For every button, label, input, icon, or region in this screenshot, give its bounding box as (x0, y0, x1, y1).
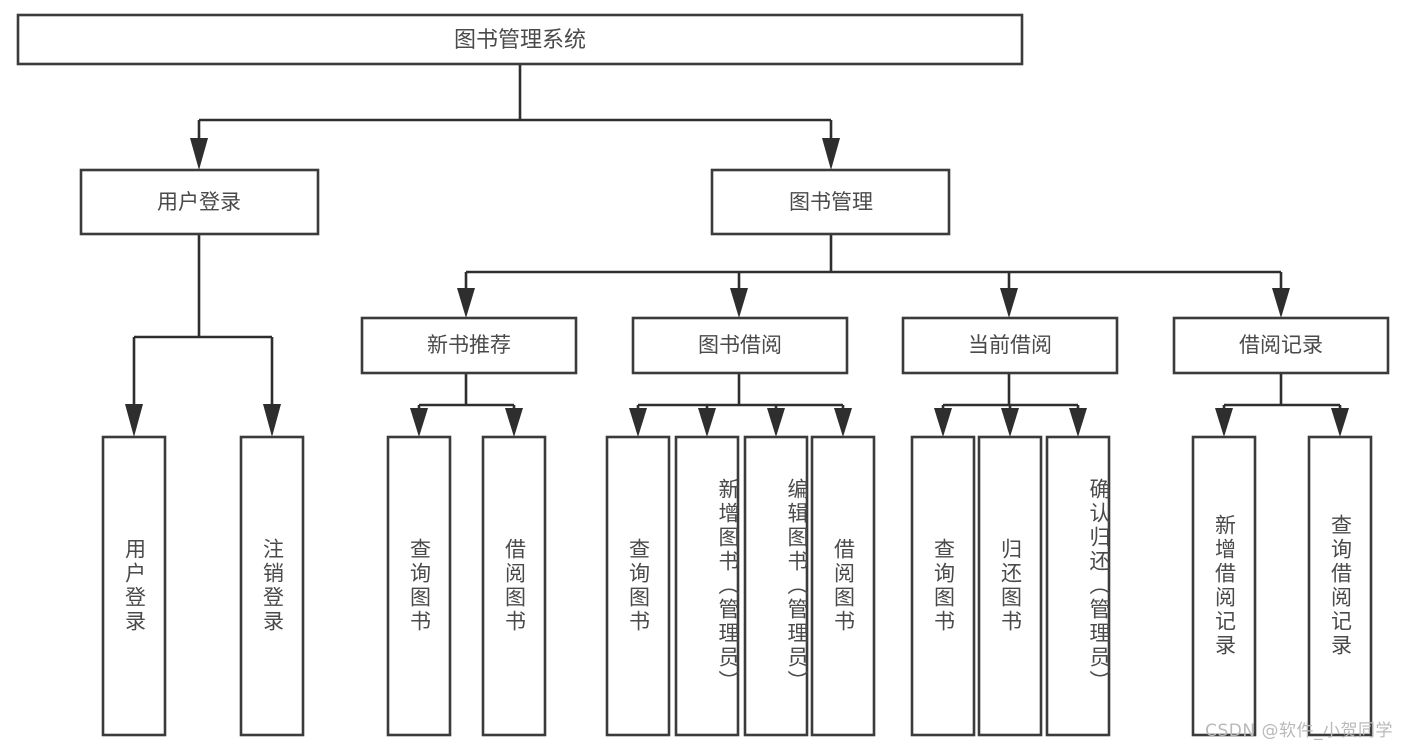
arrow-head-borrow-record (1272, 288, 1290, 318)
node-root[interactable]: 图书管理系统 (16, 13, 1024, 66)
node-current-borrow[interactable]: 当前借阅 (901, 316, 1119, 375)
arrow-head-book-manage (822, 138, 840, 170)
leaf-box-edit-book[interactable] (743, 435, 809, 737)
connector-group-borrow-record (1215, 373, 1349, 437)
node-current-borrow-box[interactable] (901, 316, 1119, 375)
node-book-manage-box[interactable] (710, 168, 951, 236)
arrow-head-leaf-query-book-3 (934, 408, 952, 437)
node-book-borrow-label: 图书借阅 (698, 333, 782, 357)
arrow-head-new-book-recommend (457, 288, 475, 318)
connector-group-book-manage (457, 234, 1290, 318)
arrow-head-leaf-user-login (125, 404, 143, 437)
leaf-box-query-book-1[interactable] (386, 435, 452, 737)
leaf-box-query-book-2[interactable] (605, 435, 671, 737)
arrow-head-leaf-add-book (698, 408, 716, 437)
arrow-head-leaf-borrow-book-1 (505, 408, 523, 437)
leaf-box-return-book[interactable] (977, 435, 1043, 737)
node-root-box[interactable] (16, 13, 1024, 66)
leaf-box-query-book-3[interactable] (910, 435, 976, 737)
node-book-borrow[interactable]: 图书借阅 (631, 316, 849, 375)
leaf-box-logout[interactable] (239, 435, 305, 737)
leaf-boxes-new-book-recommend (386, 435, 547, 737)
node-new-book-recommend-label: 新书推荐 (427, 333, 511, 357)
leaf-boxes-user-login (101, 435, 305, 737)
leaf-boxes-book-borrow (605, 435, 876, 737)
connector-group-root (190, 64, 840, 170)
leaf-box-confirm-return[interactable] (1045, 435, 1111, 737)
node-user-login[interactable]: 用户登录 (79, 168, 320, 236)
arrow-head-leaf-edit-book (767, 408, 785, 437)
leaf-box-add-record[interactable] (1191, 435, 1257, 737)
node-borrow-record-label: 借阅记录 (1239, 333, 1323, 357)
connector-group-book-borrow (629, 373, 852, 437)
leaf-box-add-book[interactable] (674, 435, 740, 737)
node-user-login-label: 用户登录 (157, 190, 241, 214)
leaf-box-borrow-book-2[interactable] (810, 435, 876, 737)
arrow-head-leaf-query-book-2 (629, 408, 647, 437)
node-new-book-recommend[interactable]: 新书推荐 (360, 316, 578, 375)
arrow-head-user-login (190, 138, 208, 170)
arrow-head-book-borrow (730, 288, 748, 318)
node-user-login-box[interactable] (79, 168, 320, 236)
leaf-boxes-current-borrow (910, 435, 1111, 737)
connector-group-user-login (125, 234, 281, 437)
node-root-label: 图书管理系统 (454, 28, 586, 53)
node-book-manage[interactable]: 图书管理 (710, 168, 951, 236)
arrow-head-leaf-logout (263, 404, 281, 437)
node-current-borrow-label: 当前借阅 (968, 333, 1052, 357)
leaf-box-query-record[interactable] (1307, 435, 1373, 737)
arrow-head-leaf-query-book-1 (410, 408, 428, 437)
leaf-box-user-login[interactable] (101, 435, 167, 737)
arrow-head-leaf-confirm-return (1069, 408, 1087, 437)
arrow-head-current-borrow (1000, 288, 1018, 318)
arrow-head-leaf-return-book (1001, 408, 1019, 437)
watermark-text: CSDN @软件_小贺同学 (1205, 721, 1393, 741)
node-book-manage-label: 图书管理 (789, 190, 873, 214)
leaf-box-borrow-book-1[interactable] (481, 435, 547, 737)
arrow-head-leaf-query-record (1331, 408, 1349, 437)
arrow-head-leaf-add-record (1215, 408, 1233, 437)
node-book-borrow-box[interactable] (631, 316, 849, 375)
node-new-book-recommend-box[interactable] (360, 316, 578, 375)
node-borrow-record-box[interactable] (1172, 316, 1390, 375)
connector-group-current-borrow (934, 373, 1087, 437)
connector-group-new-book-recommend (410, 373, 523, 437)
arrow-head-leaf-borrow-book-2 (834, 408, 852, 437)
leaf-boxes-borrow-record (1191, 435, 1373, 737)
node-borrow-record[interactable]: 借阅记录 (1172, 316, 1390, 375)
